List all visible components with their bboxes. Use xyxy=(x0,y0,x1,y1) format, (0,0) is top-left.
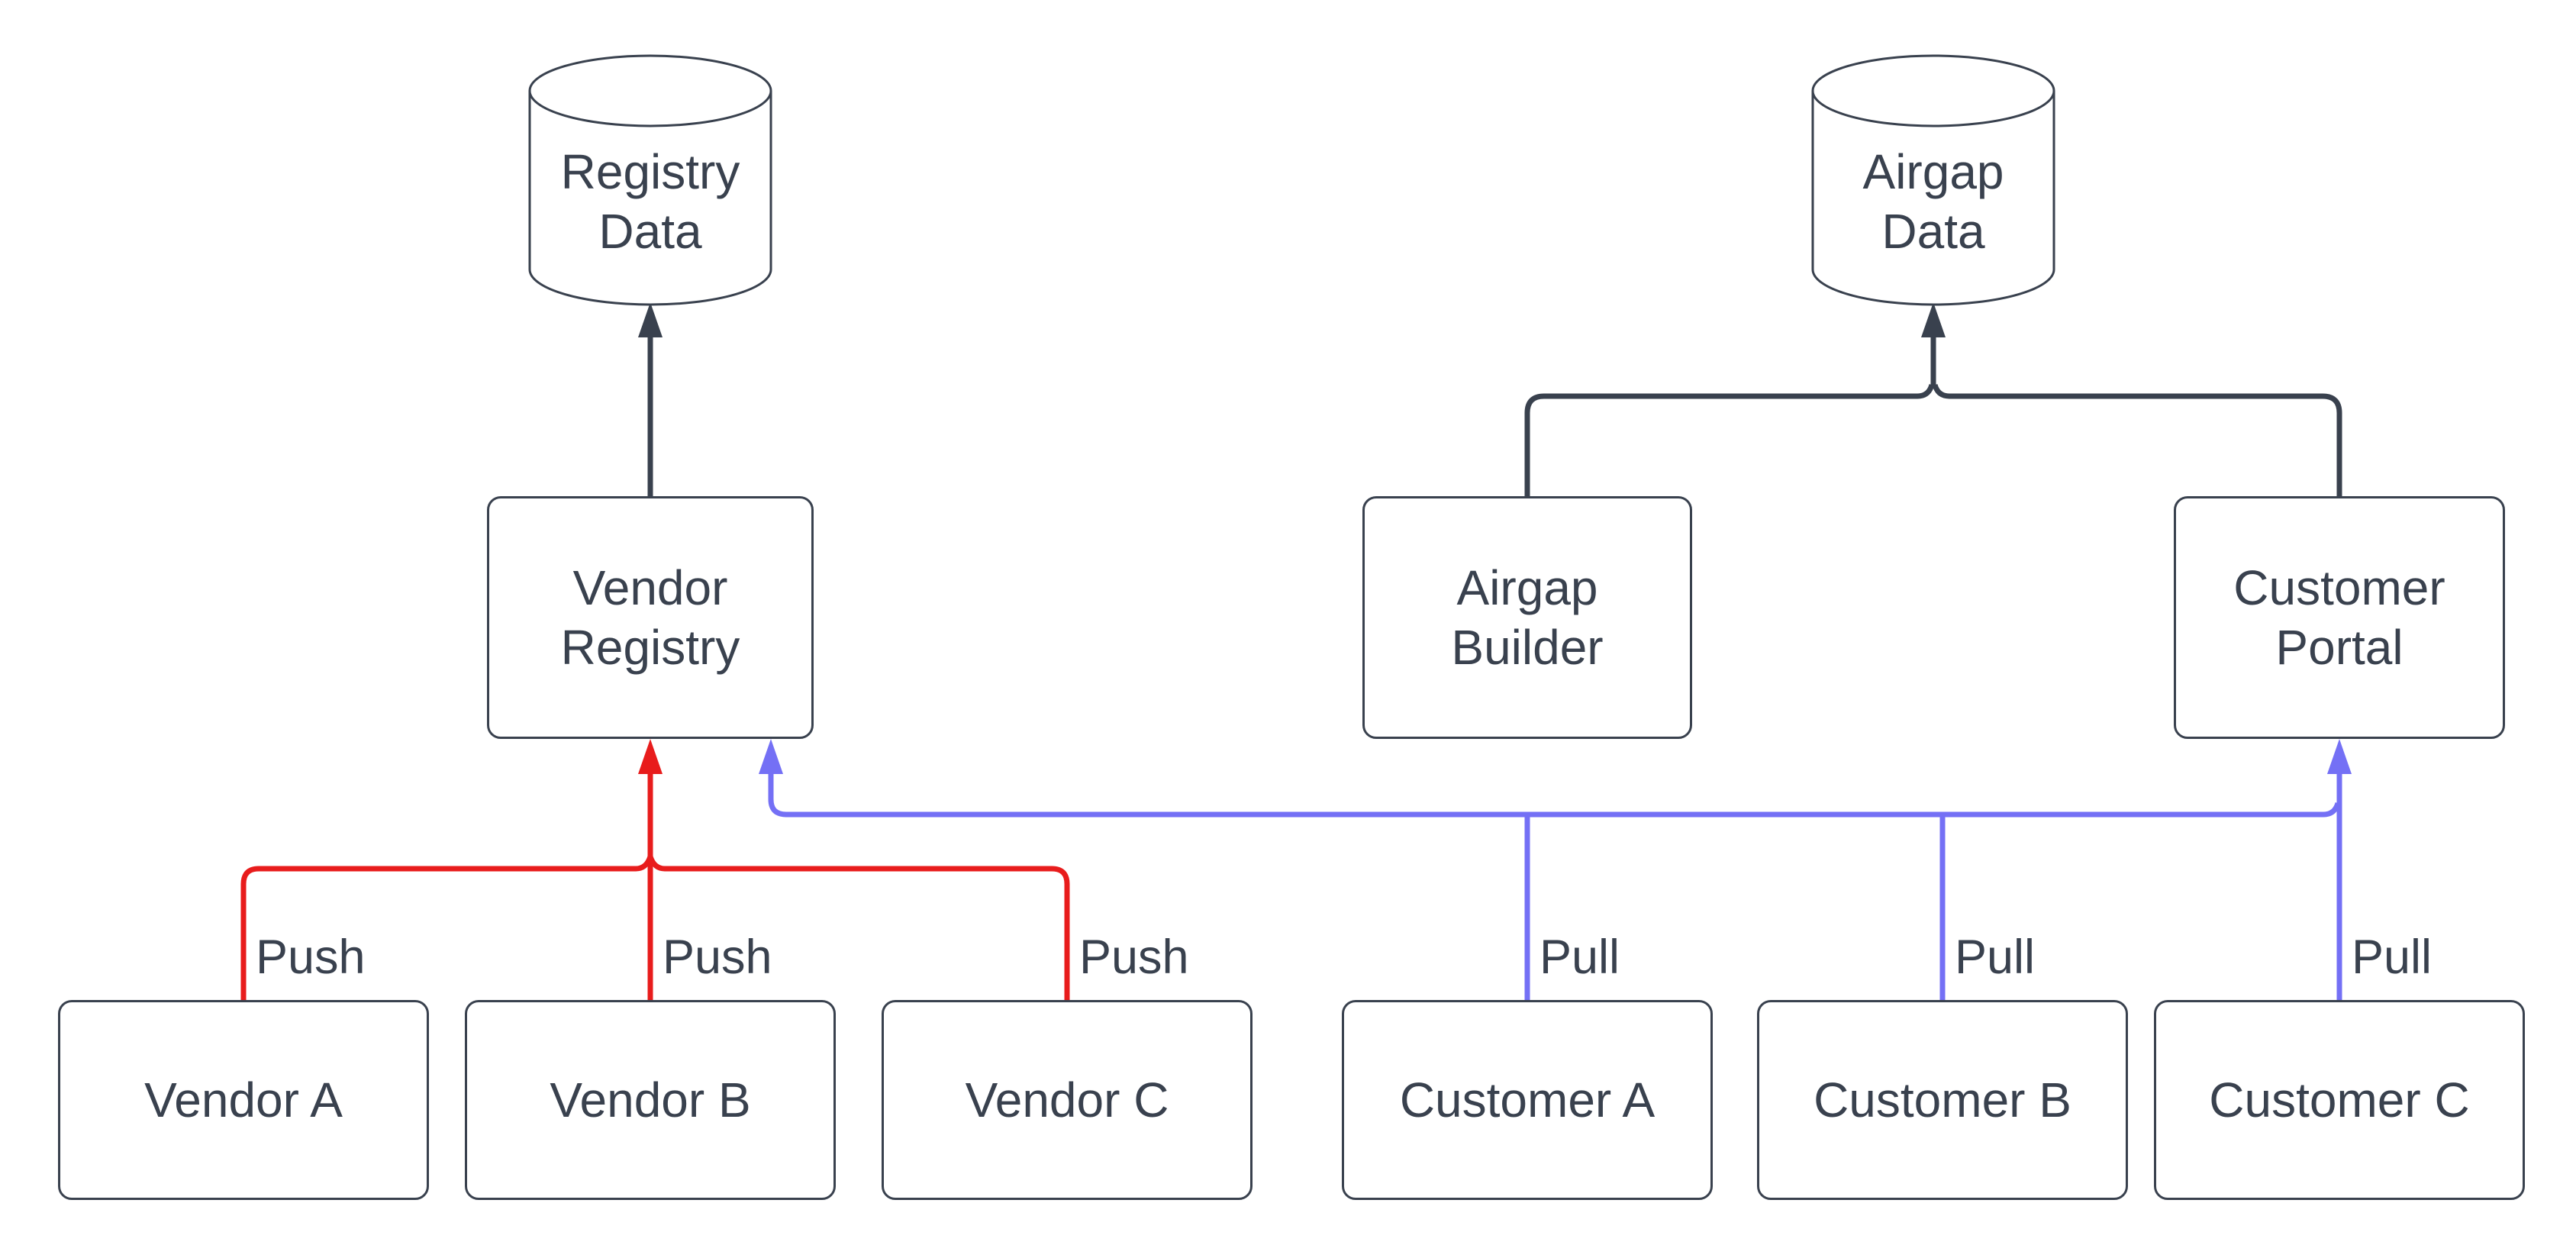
node-vendor-a: Vendor A xyxy=(58,1000,429,1200)
node-label-line: Vendor xyxy=(572,560,728,615)
pull-label-customer-c: Pull xyxy=(2352,931,2433,984)
node-label-line: Portal xyxy=(2275,620,2404,675)
node-label: Customer A xyxy=(1400,1070,1655,1130)
arrowhead-airgap-data-icon xyxy=(1921,302,1946,337)
node-airgap-builder: Airgap Builder xyxy=(1362,496,1692,739)
node-label: Vendor C xyxy=(966,1070,1169,1130)
pull-label-customer-a: Pull xyxy=(1539,931,1620,984)
cylinder-shape-icon xyxy=(528,54,772,306)
node-label-line: Registry xyxy=(560,620,740,675)
node-label-line: Customer B xyxy=(1814,1073,2071,1127)
node-label-line: Registry xyxy=(560,144,740,199)
node-vendor-b: Vendor B xyxy=(465,1000,836,1200)
node-label: Vendor B xyxy=(550,1070,750,1130)
node-label-line: Airgap xyxy=(1862,144,2004,199)
node-registry-data: Registry Data xyxy=(527,53,773,307)
node-vendor-c: Vendor C xyxy=(882,1000,1253,1200)
edge-customer-portal-to-airgap-data xyxy=(1932,383,2342,496)
node-label-line: Vendor C xyxy=(965,1073,1169,1127)
edge-pull-trunk xyxy=(768,773,2341,818)
node-label-line: Airgap xyxy=(1456,560,1598,615)
node-label: Registry Data xyxy=(561,99,740,261)
node-label: Customer C xyxy=(2209,1070,2469,1130)
node-vendor-registry: Vendor Registry xyxy=(487,496,814,739)
node-label-line: Vendor B xyxy=(550,1073,751,1127)
node-customer-a: Customer A xyxy=(1342,1000,1713,1200)
pull-label-customer-b: Pull xyxy=(1955,931,2036,984)
node-label: Vendor Registry xyxy=(561,558,740,677)
edge-airgap-builder-to-airgap-data xyxy=(1524,383,1935,496)
node-label: Customer Portal xyxy=(2233,558,2445,677)
node-customer-c: Customer C xyxy=(2154,1000,2525,1200)
node-label-line: Vendor A xyxy=(144,1073,343,1127)
node-label-line: Data xyxy=(1881,204,1985,259)
node-label-line: Customer A xyxy=(1399,1073,1656,1127)
arrowhead-pull-vendor-registry-icon xyxy=(759,739,783,774)
edge-push-trunk xyxy=(240,853,1070,1000)
node-label-line: Builder xyxy=(1451,620,1604,675)
arrowhead-push-vendor-registry-icon xyxy=(638,739,663,774)
node-customer-portal: Customer Portal xyxy=(2174,496,2505,739)
arrowhead-pull-customer-portal-icon xyxy=(2327,739,2352,774)
push-label-vendor-a: Push xyxy=(256,931,366,984)
cylinder-shape-icon xyxy=(1811,54,2055,306)
node-label: Vendor A xyxy=(144,1070,343,1130)
node-label-line: Data xyxy=(598,204,702,259)
node-customer-b: Customer B xyxy=(1757,1000,2128,1200)
node-label: Airgap Builder xyxy=(1451,558,1603,677)
node-label: Airgap Data xyxy=(1863,99,2004,261)
node-airgap-data: Airgap Data xyxy=(1810,53,2056,307)
node-label: Customer B xyxy=(1814,1070,2071,1130)
push-label-vendor-b: Push xyxy=(663,931,772,984)
node-label-line: Customer xyxy=(2233,560,2445,615)
arrowhead-registry-data-icon xyxy=(638,302,663,337)
node-label-line: Customer C xyxy=(2209,1073,2470,1127)
push-label-vendor-c: Push xyxy=(1079,931,1189,984)
